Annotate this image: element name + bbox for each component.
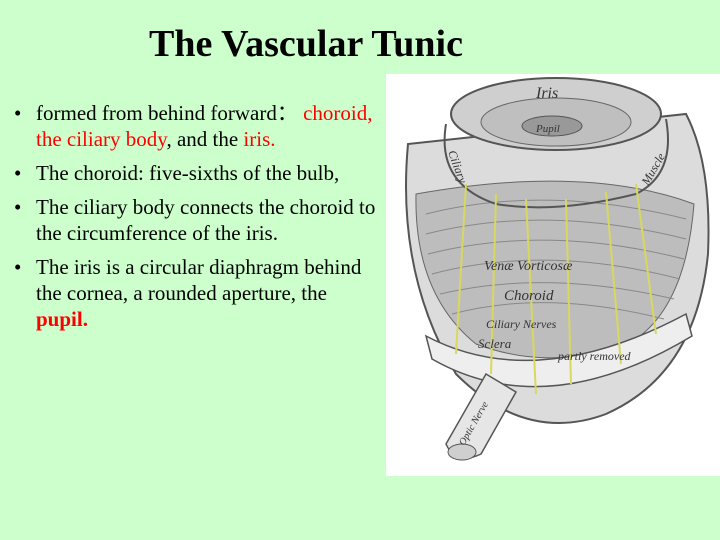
bullet-text: formed from behind forward： [36, 101, 298, 125]
bullet-text: The ciliary body connects the choroid to… [36, 195, 376, 245]
eye-illustration: Iris Pupil Ciliary Muscle Venæ Vorticosæ… [386, 74, 720, 476]
bullet-item: formed from behind forward： choroid, the… [14, 100, 379, 152]
eye-drawing: Iris Pupil Ciliary Muscle Venæ Vorticosæ… [405, 77, 710, 461]
label-choroid: Choroid [504, 288, 554, 304]
bullet-text: , [166, 127, 172, 151]
highlight-text: iris. [243, 127, 276, 151]
label-sclera: Sclera [478, 336, 512, 351]
bullet-list: formed from behind forward： choroid, the… [14, 100, 379, 340]
label-ciliary-nerves: Ciliary Nerves [486, 317, 557, 331]
bullet-item: The choroid: five-sixths of the bulb, [14, 160, 379, 186]
bullet-item: The ciliary body connects the choroid to… [14, 194, 379, 246]
bullet-text: and the [176, 127, 239, 151]
bullet-item: The iris is a circular diaphragm behind … [14, 254, 379, 332]
label-venae-vorticosae: Venæ Vorticosæ [484, 259, 573, 274]
highlight-text: choroid, the ciliary body [36, 101, 373, 151]
page-title: The Vascular Tunic [148, 23, 463, 65]
highlight-text: pupil. [36, 307, 88, 331]
label-pupil: Pupil [535, 123, 560, 135]
label-iris: Iris [535, 85, 558, 102]
bullet-text: The choroid: five-sixths of the bulb, [36, 161, 340, 185]
label-partly-removed: partly removed [557, 349, 632, 363]
bullet-text: The iris is a circular diaphragm behind … [36, 255, 362, 305]
